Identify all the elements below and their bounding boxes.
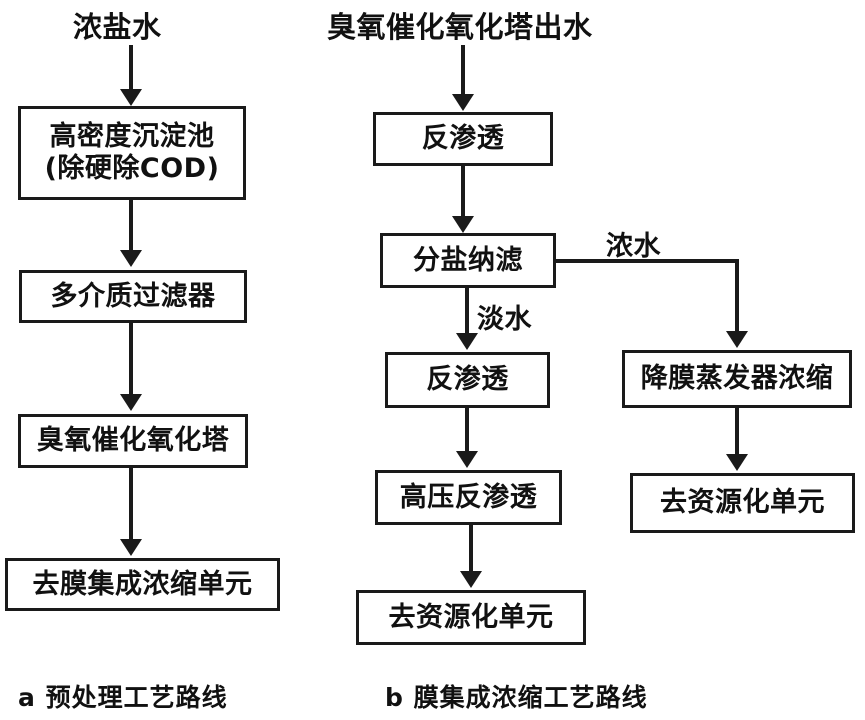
panel-b-connector-2-line	[465, 408, 469, 453]
panel-b-connector-3-line	[469, 525, 473, 573]
panel-b-permeate-connector-arrowhead	[456, 333, 478, 350]
panel-b-step-high-pressure-reverse-osmosis[interactable]: 高压反渗透	[375, 470, 562, 525]
panel-b-connector-2-arrowhead	[456, 451, 478, 468]
panel-b-step-salt-separation-nanofiltration[interactable]: 分盐纳滤	[380, 233, 556, 288]
panel-a-connector-3-line	[129, 468, 133, 540]
panel-b-concentrate-branch-horizontal-line	[556, 259, 739, 263]
panel-a-inlet-connector-line	[129, 45, 133, 93]
panel-a-connector-2-arrowhead	[120, 394, 142, 411]
panel-b-concentrate-stream-label: 浓水	[606, 231, 661, 262]
panel-a-connector-1-line	[129, 200, 133, 252]
panel-b-branch-connector-arrowhead	[726, 454, 748, 471]
panel-b-permeate-stream-label: 淡水	[477, 304, 532, 335]
panel-a-step-multimedia-filter[interactable]: 多介质过滤器	[19, 270, 247, 323]
panel-a-step-membrane-concentration-unit[interactable]: 去膜集成浓缩单元	[5, 558, 280, 611]
panel-b-step-resource-recovery-unit-main-label: 去资源化单元	[388, 601, 554, 633]
panel-b-connector-1-arrowhead	[452, 216, 474, 233]
panel-b-branch-connector-line	[735, 408, 739, 456]
panel-b-step-salt-separation-nanofiltration-label: 分盐纳滤	[413, 244, 523, 276]
panel-b-inlet-arrowhead	[452, 94, 474, 111]
panel-b-step-reverse-osmosis-1-label: 反渗透	[421, 123, 505, 155]
panel-b-inlet-connector-line	[461, 45, 465, 95]
panel-a-step-membrane-concentration-unit-label: 去膜集成浓缩单元	[32, 568, 253, 600]
panel-b-branch-step-resource-recovery-unit-label: 去资源化单元	[660, 487, 825, 519]
panel-b-connector-1-line	[461, 166, 465, 221]
panel-b-permeate-connector-line	[465, 288, 469, 336]
panel-a-caption: a 预处理工艺路线	[18, 683, 228, 712]
panel-b-branch-step-falling-film-evaporator[interactable]: 降膜蒸发器浓缩	[622, 350, 852, 408]
panel-a-step-ozone-catalytic-tower[interactable]: 臭氧催化氧化塔	[18, 414, 248, 468]
panel-b-inlet-label: 臭氧催化氧化塔出水	[327, 10, 593, 44]
panel-b-step-reverse-osmosis-1[interactable]: 反渗透	[373, 112, 553, 166]
panel-a-step-ozone-catalytic-tower-label: 臭氧催化氧化塔	[36, 425, 230, 457]
panel-b-connector-3-arrowhead	[460, 571, 482, 588]
panel-b-step-reverse-osmosis-2[interactable]: 反渗透	[385, 352, 550, 408]
panel-b-step-resource-recovery-unit-main[interactable]: 去资源化单元	[356, 590, 586, 645]
panel-a-connector-1-arrowhead	[120, 250, 142, 267]
panel-a-connector-2-line	[129, 323, 133, 395]
panel-a-inlet-arrowhead	[120, 89, 142, 106]
panel-a-step-sedimentation-tank-label: 高密度沉淀池 (除硬除COD)	[44, 121, 220, 184]
panel-a-step-sedimentation-tank[interactable]: 高密度沉淀池 (除硬除COD)	[18, 106, 246, 200]
panel-b-branch-step-falling-film-evaporator-label: 降膜蒸发器浓缩	[640, 363, 834, 395]
panel-a-step-multimedia-filter-label: 多介质过滤器	[50, 280, 216, 312]
panel-a-inlet-label: 浓盐水	[73, 10, 162, 44]
panel-b-step-high-pressure-reverse-osmosis-label: 高压反渗透	[399, 481, 538, 513]
panel-b-branch-step-resource-recovery-unit[interactable]: 去资源化单元	[630, 473, 855, 533]
panel-b-concentrate-branch-vertical-line	[735, 259, 739, 334]
panel-b-caption: b 膜集成浓缩工艺路线	[385, 683, 648, 712]
panel-b-concentrate-branch-arrowhead	[726, 331, 748, 348]
panel-a-connector-3-arrowhead	[120, 539, 142, 556]
panel-b-step-reverse-osmosis-2-label: 反渗透	[426, 364, 509, 396]
